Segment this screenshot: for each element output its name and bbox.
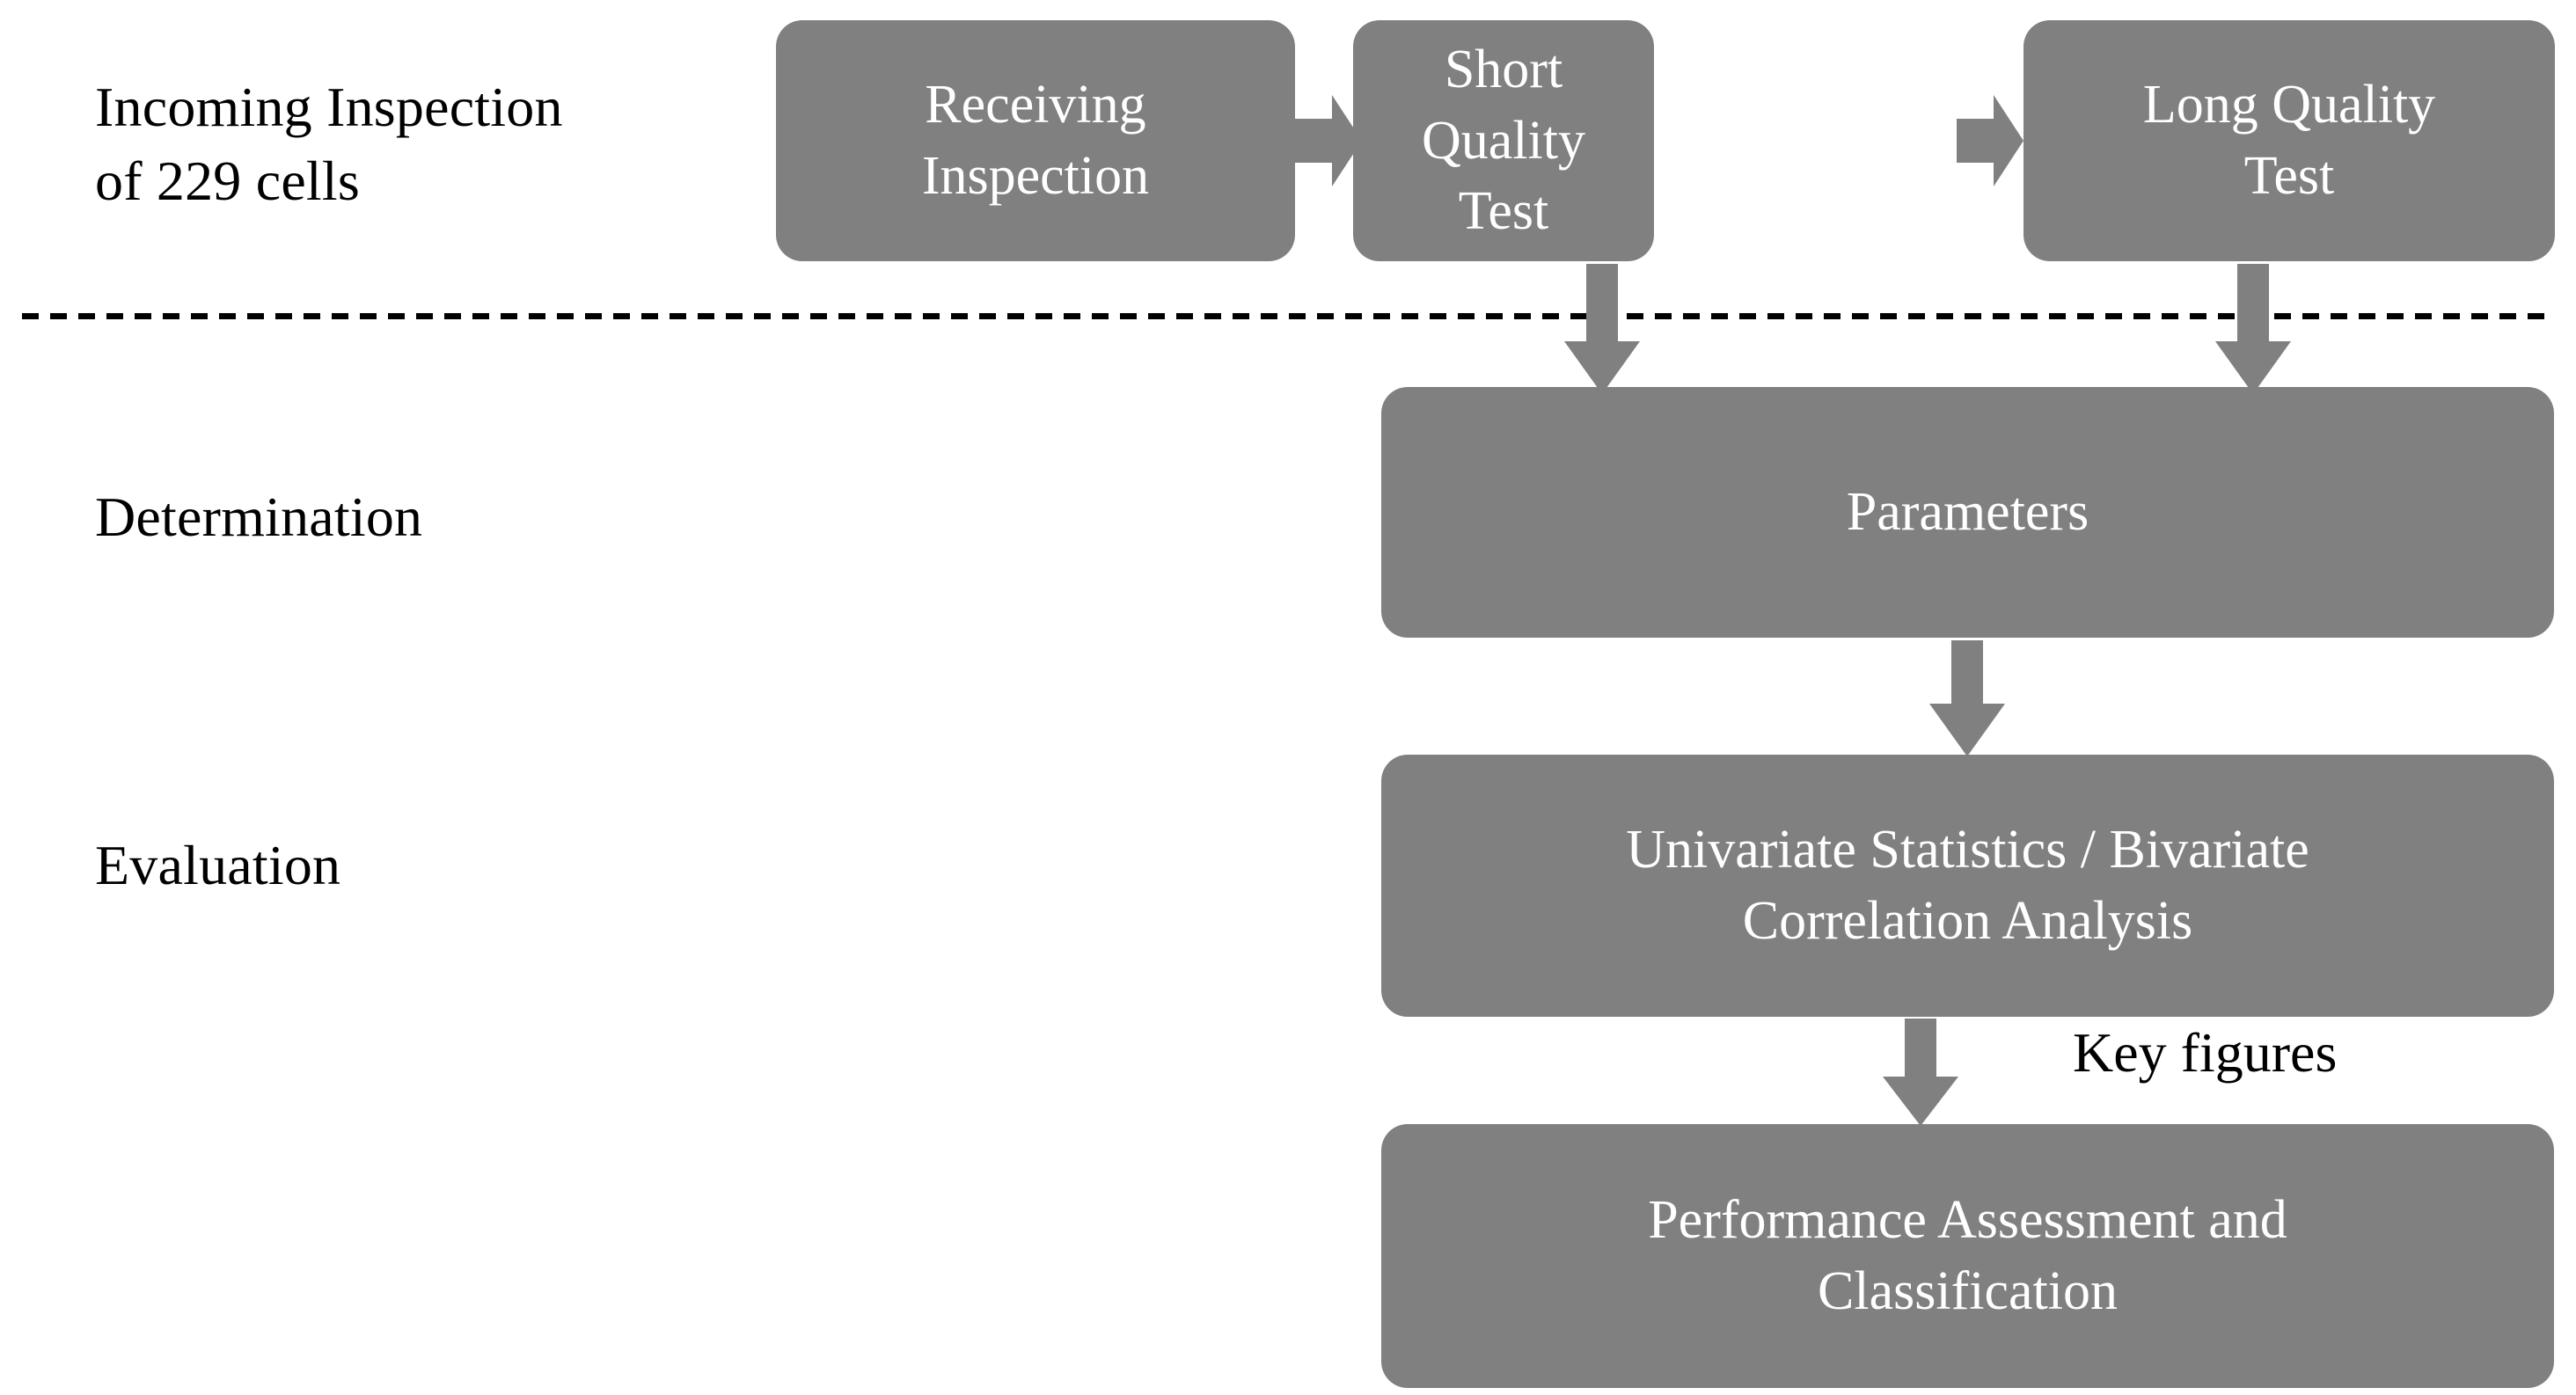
process-box-receiving-inspection[interactable]: Receiving Inspection <box>776 20 1295 261</box>
process-box-long-quality-test[interactable]: Long Quality Test <box>2023 20 2555 261</box>
arrow-right-glyph <box>1957 95 2023 186</box>
arrow-down-glyph <box>2215 264 2291 394</box>
stage-label-determination: Determination <box>95 486 423 548</box>
arrow-univariate-to-performance-icon <box>1883 1019 1958 1126</box>
arrow-short-test-to-parameters-icon <box>1564 264 1640 394</box>
arrow-receiving-to-short-test-icon <box>1295 91 1362 190</box>
arrow-long-test-to-parameters-icon <box>2215 264 2291 394</box>
process-box-performance-assessment[interactable]: Performance Assessment and Classificatio… <box>1381 1124 2554 1388</box>
annotation-key-figures: Key figures <box>2073 1021 2338 1084</box>
process-box-parameters[interactable]: Parameters <box>1381 387 2554 638</box>
arrow-right-glyph <box>1295 95 1362 186</box>
stage-label-incoming-inspection: Incoming Inspection of 229 cells <box>95 76 563 213</box>
arrow-down-glyph <box>1929 640 2005 756</box>
process-box-univariate-bivariate-analysis[interactable]: Univariate Statistics / Bivariate Correl… <box>1381 755 2554 1017</box>
arrow-parameters-to-univariate-icon <box>1929 640 2005 756</box>
process-box-short-quality-test[interactable]: Short Quality Test <box>1353 20 1654 261</box>
arrow-down-glyph <box>1883 1019 1958 1126</box>
section-divider-dashed-line <box>22 313 2554 319</box>
arrow-short-test-to-long-test-icon <box>1957 91 2023 190</box>
arrow-down-glyph <box>1564 264 1640 394</box>
stage-label-evaluation: Evaluation <box>95 834 341 896</box>
